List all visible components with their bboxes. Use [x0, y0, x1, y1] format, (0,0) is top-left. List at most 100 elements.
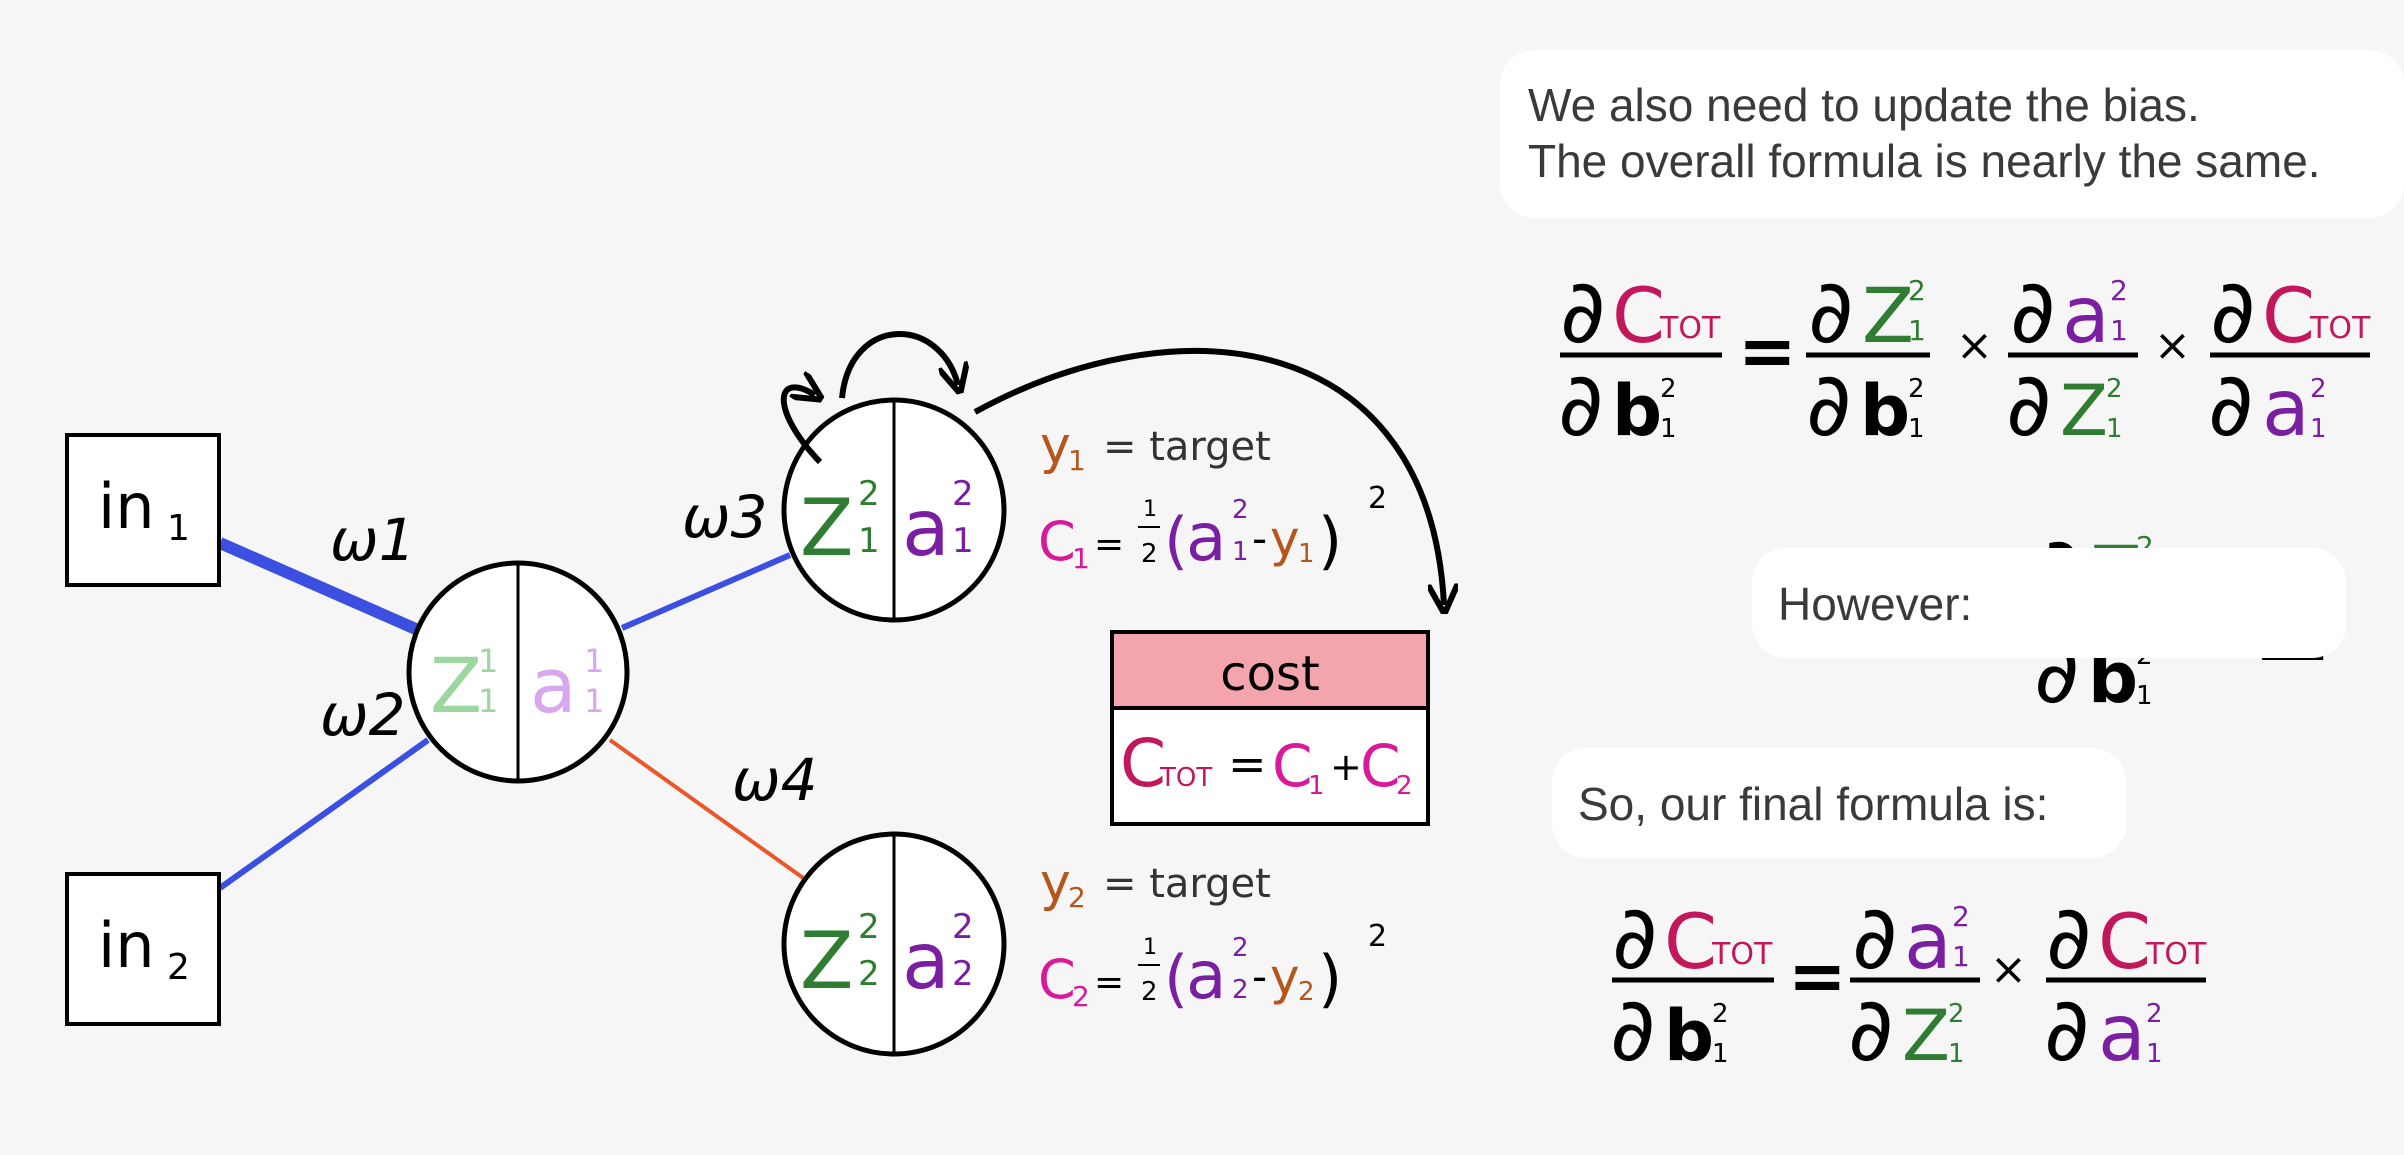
svg-text:∂: ∂ — [1610, 978, 1656, 1081]
intro-text-bubble: We also need to update the bias. The ove… — [1500, 50, 2404, 218]
output1-a-sup: 2 — [952, 474, 974, 514]
target1-y: y — [1040, 416, 1071, 476]
svg-text:1: 1 — [1908, 414, 1925, 444]
cost-box-title: cost — [1220, 646, 1320, 702]
svg-text:2: 2 — [1660, 374, 1677, 404]
target1-label: = target — [1103, 424, 1271, 470]
svg-text:2: 2 — [1948, 999, 1965, 1029]
eq3-frac-da-dZ: ∂ a 2 1 ∂ Z 2 1 — [1848, 886, 1980, 1081]
svg-text:C: C — [1612, 271, 1665, 360]
svg-text:a: a — [2262, 364, 2310, 454]
svg-text:2: 2 — [2146, 999, 2163, 1029]
cost1-half-num: 1 — [1143, 497, 1157, 522]
target2-label: = target — [1103, 861, 1271, 907]
cost1-a-sup: 2 — [1232, 495, 1249, 525]
weight-line-w2 — [218, 737, 430, 891]
weight-label-w4: ω4 — [732, 746, 817, 814]
svg-text:∂: ∂ — [1560, 260, 1606, 363]
eq3-frac-dCtot-da: ∂ C TOT ∂ a 2 1 — [2044, 886, 2207, 1081]
input-sub-2: 2 — [167, 947, 190, 988]
svg-text:∂: ∂ — [1612, 886, 1658, 989]
svg-text:TOT: TOT — [2145, 937, 2207, 972]
svg-text:1: 1 — [2110, 314, 2128, 347]
cost1-equals: = — [1094, 524, 1124, 565]
cost-sum-c2-sub: 2 — [1396, 771, 1413, 801]
arrow-to-cost — [973, 348, 1444, 605]
eq1-frac-dCtot-db: ∂ C TOT ∂ b 2 1 — [1558, 260, 1722, 456]
final-formula-label: So, our final formula is: — [1578, 778, 2049, 830]
hidden-z-sup: 1 — [478, 642, 498, 680]
svg-text:2: 2 — [2110, 274, 2128, 307]
cost1-y: y — [1270, 510, 1300, 568]
target1-y-sub: 1 — [1068, 444, 1086, 477]
svg-text:TOT: TOT — [2309, 311, 2371, 346]
target-annotation-2: y 2 = target — [1040, 853, 1271, 914]
svg-text:2: 2 — [2106, 374, 2123, 404]
cost1-a: a — [1186, 499, 1226, 576]
output1-z-sub: 1 — [858, 521, 880, 561]
loop-arrow-top — [839, 331, 958, 399]
svg-text:1: 1 — [1952, 940, 1970, 973]
cost2-equals: = — [1094, 962, 1124, 1003]
svg-text:C: C — [1664, 897, 1717, 986]
svg-text:2: 2 — [1952, 900, 1970, 933]
eq1-times-2: × — [2154, 320, 2191, 371]
svg-text:b: b — [1860, 370, 1910, 452]
cost1-c: C — [1038, 510, 1076, 573]
output2-z: Z — [800, 917, 853, 1007]
cost-sum-c1: C — [1272, 732, 1313, 800]
svg-text:1: 1 — [2146, 1039, 2163, 1069]
output1-z-sup: 2 — [858, 474, 880, 514]
svg-text:b: b — [1664, 995, 1714, 1077]
svg-text:∂: ∂ — [2006, 353, 2052, 456]
svg-text:TOT: TOT — [1711, 937, 1773, 972]
cost2-a-sub: 2 — [1232, 975, 1249, 1005]
svg-text:1: 1 — [2106, 414, 2123, 444]
chain-rule-equation: ∂ C TOT ∂ b 2 1 = ∂ Z 2 1 ∂ b 2 1 × ∂ a … — [1558, 260, 2371, 456]
input-node-2: in 2 — [65, 872, 221, 1026]
loop-arrow-small — [780, 387, 820, 465]
svg-text:∂: ∂ — [1806, 353, 1852, 456]
input-label-1: in — [98, 470, 155, 543]
hidden-z: Z — [430, 641, 482, 730]
target2-y-sub: 2 — [1068, 881, 1086, 914]
cost2-paren-open: ( — [1164, 942, 1188, 1015]
svg-text:∂: ∂ — [1852, 886, 1898, 989]
however-bubble: However: — [1752, 548, 2346, 658]
output-neuron-1: Z 2 1 a 2 1 — [781, 397, 1007, 623]
svg-text:a: a — [2062, 271, 2110, 361]
svg-text:∂: ∂ — [2208, 353, 2254, 456]
hidden-z-sub: 1 — [478, 682, 498, 720]
svg-text:1: 1 — [2310, 414, 2327, 444]
intro-line-2: The overall formula is nearly the same. — [1528, 135, 2321, 187]
cost2-half-den: 2 — [1141, 977, 1158, 1007]
svg-text:2: 2 — [1908, 374, 1925, 404]
cost2-a: a — [1186, 937, 1226, 1014]
output2-z-sub: 2 — [858, 954, 880, 994]
svg-text:Z: Z — [1862, 271, 1914, 360]
cost2-paren-close: ) — [1318, 942, 1342, 1015]
output2-a-sup: 2 — [952, 907, 974, 947]
cost2-a-sup: 2 — [1232, 933, 1249, 963]
eq1-frac-dZ-db: ∂ Z 2 1 ∂ b 2 1 — [1806, 260, 1930, 456]
weight-line-w3 — [620, 552, 792, 631]
svg-text:Z: Z — [1902, 995, 1950, 1077]
svg-text:∂: ∂ — [2210, 260, 2256, 363]
cost1-sq: 2 — [1368, 481, 1387, 516]
svg-text:2: 2 — [2310, 374, 2327, 404]
cost2-half-num: 1 — [1143, 935, 1157, 960]
cost2-y: y — [1270, 948, 1300, 1006]
cost-formula-1: C 1 = 1 2 ( a 2 1 - y 1 ) 2 — [1038, 481, 1387, 577]
svg-text:2: 2 — [1908, 274, 1926, 307]
svg-text:Z: Z — [2060, 370, 2108, 452]
weight-line-w4 — [608, 738, 808, 882]
svg-text:a: a — [2098, 989, 2146, 1079]
hidden-a: a — [530, 641, 577, 730]
cost1-paren-open: ( — [1164, 504, 1188, 577]
eq3-frac-dCtot-db: ∂ C TOT ∂ b 2 1 — [1610, 886, 1774, 1081]
eq1-frac-da-dZ: ∂ a 2 1 ∂ Z 2 1 — [2006, 260, 2138, 456]
cost1-y-sub: 1 — [1298, 539, 1315, 569]
hidden-a-sup: 1 — [584, 642, 604, 680]
output-neuron-2: Z 2 2 a 2 2 — [781, 831, 1007, 1057]
cost-box-equals: = — [1228, 737, 1267, 791]
